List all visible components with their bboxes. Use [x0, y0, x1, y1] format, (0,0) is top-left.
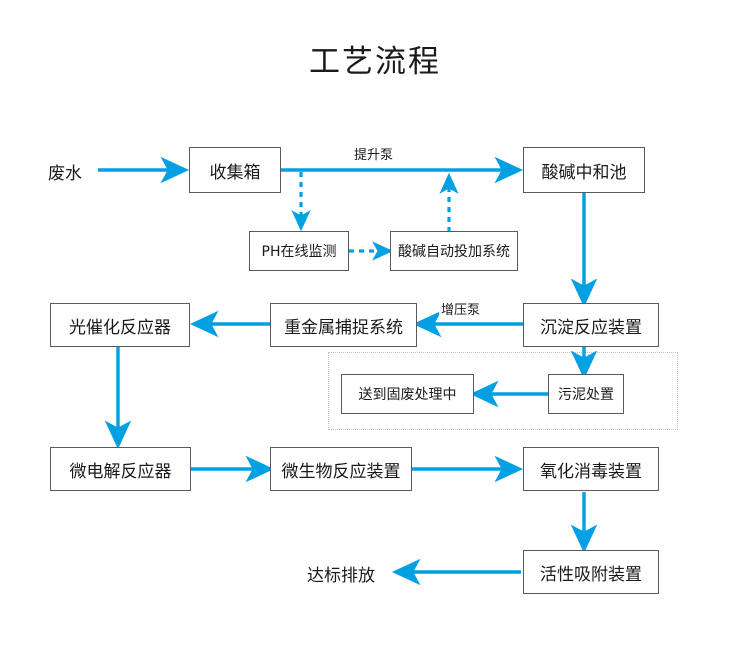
- node-neutralization-tank[interactable]: 酸碱中和池: [523, 147, 645, 193]
- node-sludge-disposal[interactable]: 污泥处置: [548, 374, 624, 414]
- node-solid-waste[interactable]: 送到固废处理中: [341, 374, 474, 414]
- sludge-group-container: [328, 352, 678, 430]
- node-compliant-discharge: 达标排放: [307, 566, 375, 586]
- node-microelectrolysis-reactor[interactable]: 微电解反应器: [50, 447, 191, 491]
- node-ph-monitor[interactable]: PH在线监测: [249, 231, 349, 271]
- node-microbial-device[interactable]: 微生物反应装置: [270, 447, 412, 491]
- node-collection-tank[interactable]: 收集箱: [189, 147, 281, 193]
- edge-label-lift-pump: 提升泵: [352, 144, 396, 163]
- node-heavy-metal-capture[interactable]: 重金属捕捉系统: [270, 303, 417, 347]
- node-dosing-system[interactable]: 酸碱自动投加系统: [390, 231, 518, 271]
- node-precipitation-device[interactable]: 沉淀反应装置: [523, 303, 659, 347]
- page-title: 工艺流程: [309, 44, 441, 80]
- node-photocatalytic-reactor[interactable]: 光催化反应器: [50, 303, 190, 347]
- node-wastewater: 废水: [48, 164, 82, 184]
- edge-label-booster-pump: 增压泵: [439, 299, 483, 318]
- node-oxidation-disinfection[interactable]: 氧化消毒装置: [523, 447, 659, 491]
- node-activated-adsorption[interactable]: 活性吸附装置: [523, 550, 659, 594]
